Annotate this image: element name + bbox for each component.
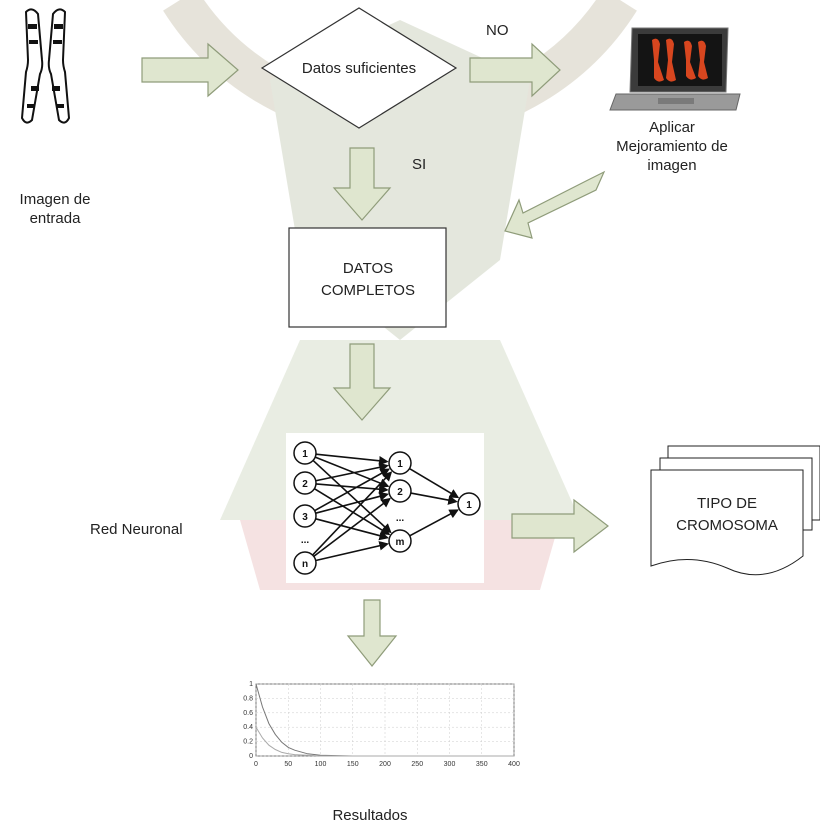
x-tick-label: 350 xyxy=(476,761,488,768)
nn-hidden-node-label: 2 xyxy=(397,487,403,498)
enhance-label: Aplicar Mejoramiento de imagen xyxy=(616,119,728,174)
input-image-label: Imagen de entrada xyxy=(19,191,91,227)
complete-data-line2: COMPLETOS xyxy=(321,282,415,299)
x-tick-label: 250 xyxy=(411,761,423,768)
nn-hidden-ellipsis: ... xyxy=(396,513,405,524)
y-tick-label: 0.6 xyxy=(243,710,253,717)
arrow-network-to-output xyxy=(511,498,609,554)
output-doc-line1: TIPO DE xyxy=(697,495,757,512)
nn-input-node xyxy=(293,471,317,495)
nn-edge xyxy=(312,459,392,534)
nn-edge xyxy=(409,467,460,499)
nn-input-node-label: n xyxy=(302,559,308,570)
arrow-network-to-results xyxy=(346,599,398,667)
y-tick-label: 0 xyxy=(249,753,253,760)
x-tick-label: 400 xyxy=(508,761,520,768)
nn-edge xyxy=(314,468,391,512)
y-tick-label: 0.4 xyxy=(243,724,253,731)
nn-input-node-label: 3 xyxy=(302,512,308,523)
nn-input-node-label: 2 xyxy=(302,479,308,490)
arrow-complete-to-network xyxy=(332,343,392,421)
nn-hidden-node xyxy=(388,479,412,503)
x-tick-label: 150 xyxy=(347,761,359,768)
nn-output-node xyxy=(457,492,481,516)
nn-edge xyxy=(315,541,389,562)
x-tick-label: 200 xyxy=(379,761,391,768)
nn-output-node-label: 1 xyxy=(466,500,472,511)
nn-input-node-label: 1 xyxy=(302,449,308,460)
chromosome-icon xyxy=(20,8,71,124)
nn-hidden-node-label: m xyxy=(396,537,405,548)
arrow-no-to-enhance xyxy=(469,42,561,98)
x-tick-label: 50 xyxy=(284,761,292,768)
nn-hidden-node xyxy=(388,451,412,475)
nn-edge xyxy=(314,456,390,488)
y-tick-label: 0.2 xyxy=(243,739,253,746)
nn-edge xyxy=(315,453,389,466)
complete-data-box: DATOS COMPLETOS xyxy=(288,227,447,328)
output-doc-line2: CROMOSOMA xyxy=(676,517,778,534)
nn-edge xyxy=(410,492,458,505)
nn-input-node xyxy=(293,441,317,465)
no-label: NO xyxy=(486,22,509,39)
decision-diamond: Datos suficientes xyxy=(260,7,458,129)
x-tick-label: 300 xyxy=(444,761,456,768)
nn-input-ellipsis: ... xyxy=(301,535,310,546)
nn-hidden-node-label: 1 xyxy=(397,459,403,470)
nn-edge xyxy=(313,497,391,557)
nn-edge xyxy=(315,462,389,482)
arrow-input-to-decision xyxy=(141,42,239,98)
output-document-stack: TIPO DE CROMOSOMA xyxy=(650,445,820,576)
laptop-icon xyxy=(609,27,741,111)
results-label: Resultados xyxy=(332,807,408,824)
nn-edge xyxy=(315,491,389,514)
arrow-si-to-complete xyxy=(332,147,392,221)
x-tick-label: 0 xyxy=(254,761,258,768)
y-tick-label: 1 xyxy=(249,681,253,688)
nn-input-node xyxy=(293,551,317,575)
x-tick-label: 100 xyxy=(315,761,327,768)
si-label: SI xyxy=(412,156,426,173)
series-line xyxy=(255,726,514,757)
y-tick-label: 0.8 xyxy=(243,695,253,702)
arrow-enhance-to-complete xyxy=(504,170,606,239)
nn-input-node xyxy=(293,504,317,528)
nn-edge xyxy=(311,471,393,556)
decision-label: Datos suficientes xyxy=(302,60,416,77)
complete-data-line1: DATOS xyxy=(343,260,393,277)
neural-network: 1 2 3 n 1 2 m 1...... xyxy=(286,433,484,583)
results-chart: 0 50 100 150 200 250 300 350 400 0 0.2 0.4 0.6 0.8 1 xyxy=(243,681,520,768)
network-label: Red Neuronal xyxy=(90,521,183,538)
nn-edge xyxy=(313,488,391,536)
nn-hidden-node xyxy=(388,529,412,553)
nn-edge xyxy=(409,509,459,537)
